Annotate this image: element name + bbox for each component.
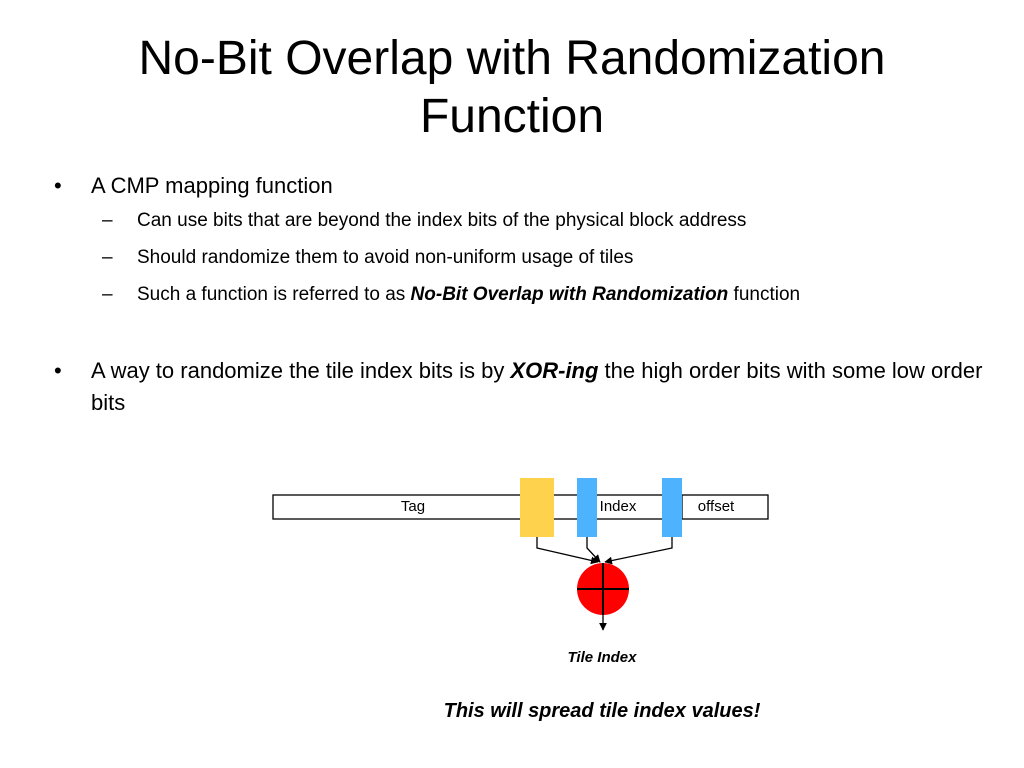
bullet-text: A CMP mapping function — [91, 173, 333, 198]
offset-side-bits-highlight — [662, 478, 682, 537]
bullet-dash-icon: – — [102, 247, 113, 268]
bullet-emphasis: XOR-ing — [510, 358, 599, 383]
arrow-from-tag-bits — [536, 537, 599, 565]
sub-bullet-text: Can use bits that are beyond the index b… — [137, 210, 747, 231]
sub-bullet-function-name: – Such a function is referred to as No-B… — [50, 276, 990, 313]
arrow-from-index-bits — [586, 537, 601, 563]
tag-field-label: Tag — [400, 498, 426, 515]
spread-note: This will spread tile index values! — [443, 700, 761, 722]
bullet-cmp-mapping: • A CMP mapping function — [50, 170, 990, 202]
slide-title: No-Bit Overlap with Randomization Functi… — [40, 30, 984, 146]
sub-bullet-emphasis: No-Bit Overlap with Randomization — [410, 284, 729, 305]
index-field-label: Index — [599, 498, 637, 515]
tile-index-label: Tile Index — [567, 649, 637, 666]
title-line-1: No-Bit Overlap with Randomization — [138, 32, 886, 85]
arrow-from-offset-side-bits — [604, 537, 673, 565]
sub-bullet-randomize: – Should randomize them to avoid non-uni… — [50, 239, 990, 276]
tag-bits-highlight — [520, 478, 554, 537]
bullet-dot-icon: • — [54, 173, 62, 198]
bullet-text-prefix: A way to randomize the tile index bits i… — [91, 358, 511, 383]
bullet-xor: • A way to randomize the tile index bits… — [50, 355, 990, 419]
title-line-2: Function — [419, 90, 605, 143]
offset-field-label: offset — [697, 498, 735, 515]
bullet-dash-icon: – — [102, 210, 113, 231]
bullet-text-suffix: the high order bits with some low order … — [91, 358, 983, 415]
bullet-list: • A CMP mapping function – Can use bits … — [50, 170, 990, 419]
sub-bullet-text-prefix: Such a function is referred to as — [137, 284, 411, 305]
sub-bullet-text: Should randomize them to avoid non-unifo… — [137, 247, 634, 268]
bullet-dash-icon: – — [102, 284, 113, 305]
sub-bullet-text-suffix: function — [728, 284, 801, 305]
index-bits-highlight — [577, 478, 597, 537]
bullet-dot-icon: • — [54, 358, 62, 383]
sub-bullet-index-bits: – Can use bits that are beyond the index… — [50, 202, 990, 239]
